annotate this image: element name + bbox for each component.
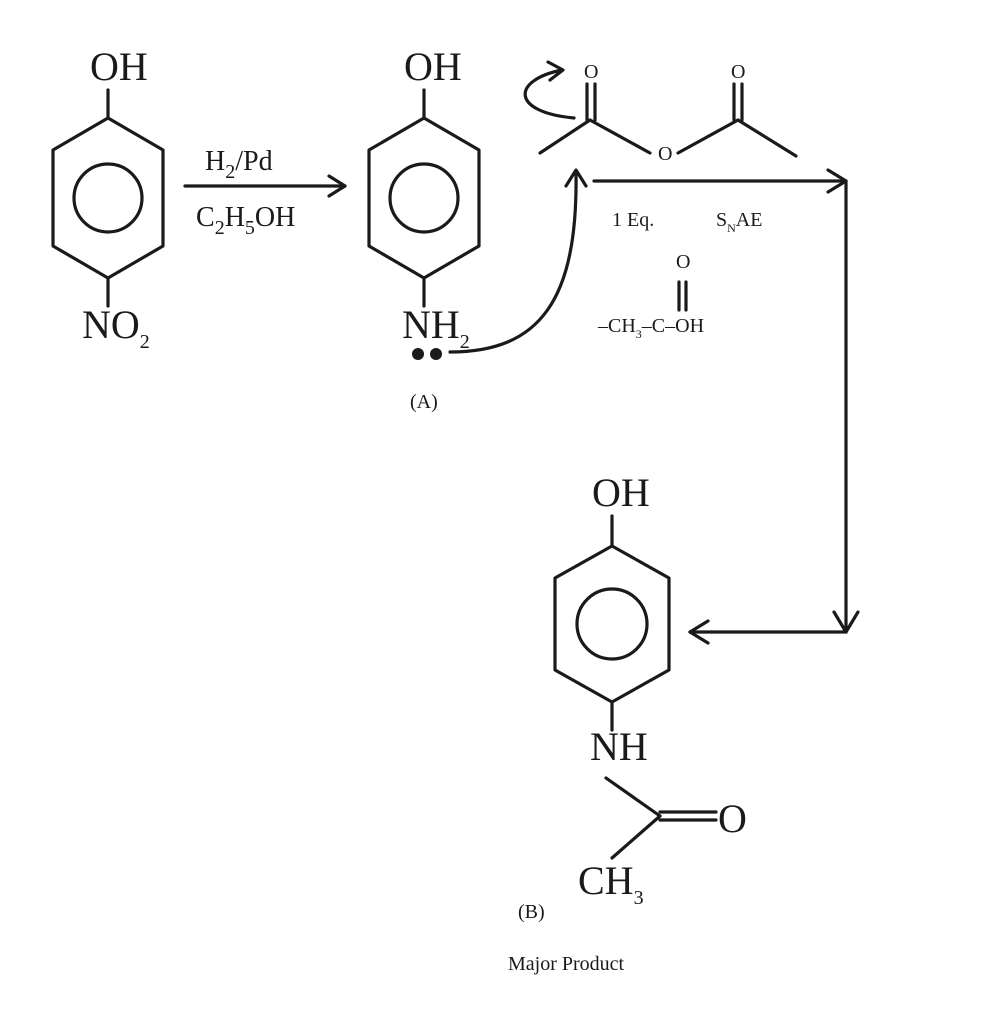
reactant-4-nitrophenol: OH NO2 [51, 44, 165, 353]
compound-a-nh2-subscript: 2 [460, 331, 470, 353]
byproduct-ch3-subscript: 3 [636, 327, 642, 341]
step1-h-text: H [205, 146, 225, 177]
product-b-benzene-ring [553, 544, 671, 704]
anhydride-left-ester-bond [588, 118, 652, 155]
reactant-benzene-ring [51, 116, 165, 280]
step1-h2-subscript: 2 [225, 161, 235, 183]
byproduct-ch-text: –CH [597, 315, 636, 337]
step2-s-text: S [716, 209, 727, 231]
compound-a-nh2-label: NH2 [402, 302, 470, 353]
step2-equivalents: 1 Eq. [612, 209, 654, 231]
reactant-aromatic-circle [72, 162, 144, 234]
anhydride-right-o-label: O [731, 61, 745, 83]
byproduct-carbonyl-o: O [676, 251, 690, 273]
step1-h-subscript: 5 [245, 217, 255, 239]
reactant-oh-label: OH [90, 44, 148, 89]
product-b-label: (B) [518, 901, 545, 923]
nucleophilic-attack-arrow [448, 168, 588, 354]
acetic-anhydride: O O O [523, 60, 798, 165]
compound-a-benzene-ring [367, 116, 481, 280]
step1-reagent: H2/Pd [205, 146, 273, 183]
compound-a-nh-text: NH [402, 302, 460, 347]
compound-a-oh-label: OH [404, 44, 462, 89]
compound-a-label: (A) [410, 391, 438, 413]
major-product-caption: Major Product [508, 953, 625, 975]
step1-reduction: H2/Pd C2H5OH [183, 146, 347, 239]
product-b-aromatic-circle [575, 587, 649, 661]
lone-pair-dot-right [430, 348, 442, 360]
step1-pd-text: /Pd [235, 146, 272, 177]
byproduct-coh-text: –C–OH [641, 315, 704, 337]
product-b-ch3-subscript: 3 [634, 887, 644, 909]
step2-n-subscript: N [727, 221, 736, 235]
product-b-amide-bond [604, 776, 662, 818]
product-b-methyl-bond [610, 814, 662, 860]
compound-a-4-aminophenol: OH NH2 (A) [367, 44, 481, 413]
carbonyl-electron-push-arrow [523, 68, 576, 120]
byproduct-acetic-acid: –CH3–C–OH [597, 315, 704, 341]
product-b-paracetamol: OH NH O CH3 (B) Major Product [508, 470, 747, 975]
step1-c-text: C [196, 202, 215, 233]
anhydride-bridge-o-label: O [658, 143, 672, 165]
anhydride-left-methyl-bond [538, 118, 592, 155]
step2-acetylation: 1 Eq. SNAE O –CH3–C–OH [592, 168, 860, 645]
step1-arrow-head [327, 174, 347, 198]
reactant-no-text: NO [82, 302, 140, 347]
carbonyl-electron-push-arrowhead [546, 60, 565, 82]
step1-h-solvent-text: H [225, 202, 245, 233]
step2-ae-text: AE [736, 209, 763, 231]
reactant-no2-label: NO2 [82, 302, 150, 353]
step1-c-subscript: 2 [215, 217, 225, 239]
compound-a-aromatic-circle [388, 162, 460, 234]
anhydride-right-ester-bond [676, 118, 740, 155]
product-b-ch-text: CH [578, 858, 634, 903]
step1-oh-text: OH [255, 202, 295, 233]
product-b-nh-label: NH [590, 724, 648, 769]
reactant-no2-subscript: 2 [140, 331, 150, 353]
anhydride-right-methyl-bond [736, 118, 798, 158]
anhydride-left-o-label: O [584, 61, 598, 83]
step2-mechanism: SNAE [716, 209, 762, 235]
product-b-ch3-label: CH3 [578, 858, 644, 909]
product-b-o-label: O [718, 796, 747, 841]
step1-solvent: C2H5OH [196, 202, 295, 239]
lone-pair-dot-left [412, 348, 424, 360]
step2-product-arrowhead [688, 619, 710, 645]
product-b-oh-label: OH [592, 470, 650, 515]
nucleophilic-attack-curve [448, 170, 578, 354]
nucleophilic-attack-arrowhead [564, 168, 588, 188]
